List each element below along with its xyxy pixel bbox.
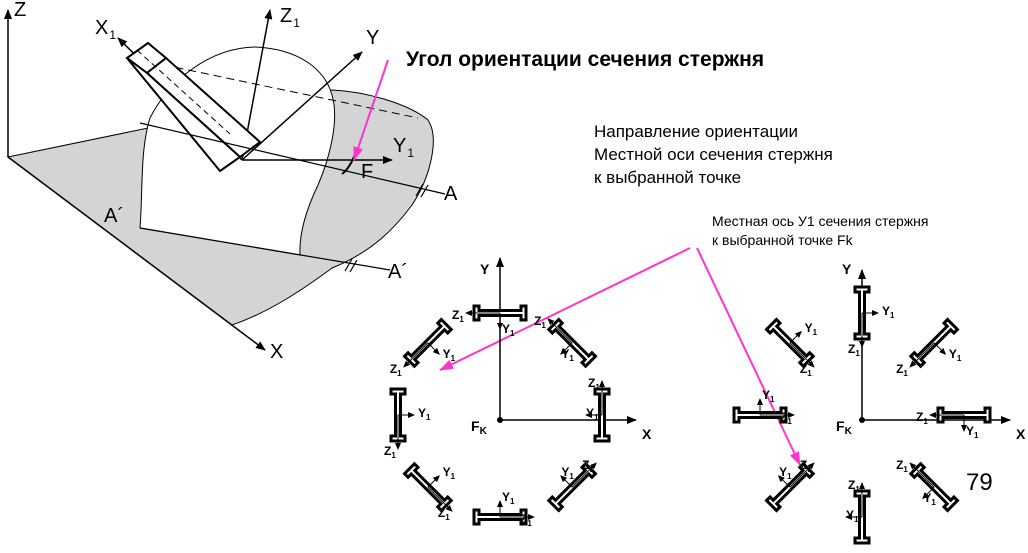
i-section-symbol (764, 461, 816, 513)
i-section-symbol (546, 317, 598, 369)
i-section-symbol (465, 304, 528, 330)
diagram-right-y1-label: Y1 (948, 346, 962, 363)
diagram-right-z1-label: Z1 (916, 410, 928, 426)
diagram-right-axis-x: X (1016, 426, 1026, 442)
diagram-right-axis-y: Y (842, 261, 852, 277)
diagram-left-y1-label: Y1 (561, 465, 574, 482)
diagram-left-z1-label: Z1 (389, 361, 402, 378)
i-section-symbol (402, 461, 454, 513)
diagram-right-z1-label: Z1 (896, 361, 908, 378)
section-line-a-prime (139, 227, 391, 271)
axis-z1-label: Z1 (280, 5, 300, 30)
diagram-right-y1-label: Y1 (966, 424, 979, 440)
diagram-left-z1-label: Z1 (384, 444, 396, 460)
diagram-right-y1-label: Y1 (804, 321, 818, 338)
section-a-prime-left-label: A´ (104, 205, 124, 227)
diagram-left-y1-label: Y1 (442, 346, 456, 363)
diagram-left-y1-label: Y1 (502, 322, 515, 338)
section-line-a (139, 122, 446, 195)
local-y-axis (241, 51, 363, 161)
direction-note-line2: Местной оси сечения стержня (594, 145, 833, 164)
diagram-left-y1-label: Y1 (502, 490, 515, 506)
i-section-symbol (472, 500, 535, 526)
i-section-symbol (546, 461, 598, 513)
diagram-left-y1-label: Y1 (442, 465, 456, 482)
diagram-right-y1-label: Y1 (846, 508, 859, 524)
i-section-symbol (389, 387, 415, 450)
diagram-right-y1-label: Y1 (923, 490, 936, 507)
orientation-angle-title: Угол ориентации сечения стержня (406, 48, 765, 71)
diagram-left-z1-label: Z1 (534, 313, 546, 330)
axis-z-label: Z (14, 0, 27, 21)
member-3d-figure (3, 9, 446, 351)
local-axis-note-line1: Местная ось У1 сечения стержня (712, 213, 929, 229)
i-section-symbol (764, 317, 816, 369)
i-section-symbol (929, 406, 992, 432)
diagram-left-axis-x: X (642, 426, 652, 442)
diagram-left-z1-label: Z1 (582, 458, 594, 475)
axis-x-label: X (270, 341, 284, 363)
diagram-right-z1-label: Z1 (848, 478, 860, 494)
i-section-symbol (845, 482, 871, 545)
axis-y1-label: Y1 (393, 135, 415, 160)
diagram-right-y1-label: Y1 (882, 304, 895, 320)
member-bar (125, 41, 262, 173)
i-section-symbol (732, 398, 795, 424)
diagram-right-y1-label: Y1 (762, 388, 775, 404)
orientation-diagram-left (389, 257, 637, 526)
diagram-right-y1-label: Y1 (779, 465, 792, 482)
diagram-right-z1-label: Z1 (799, 361, 812, 378)
bar-center-dashed (149, 61, 419, 119)
diagram-right-z1-label: Z1 (780, 410, 792, 426)
diagram-left-z1-label: Z1 (520, 512, 532, 528)
diagram-left-z1-label: Z1 (437, 506, 450, 523)
section-a-prime-right-label: A´ (388, 261, 408, 283)
point-f-label: F (361, 161, 374, 183)
diagram-right-z1-label: Z1 (896, 458, 908, 475)
i-section-symbol (585, 380, 611, 443)
local-axis-arrow-left (439, 247, 691, 371)
diagram-left-z1-label: Z1 (588, 376, 600, 392)
diagram-left-y1-label: Y1 (418, 406, 431, 422)
direction-note-line1: Направление ориентации (594, 122, 798, 141)
orientation-diagram-right (732, 269, 1011, 545)
i-section-symbol (908, 317, 960, 369)
diagram-right-center-label: FK (836, 418, 852, 437)
diagram-right-z1-label: Z1 (848, 342, 860, 358)
diagram-left-axis-y: Y (480, 261, 490, 277)
diagram-left-center-label: FK (471, 418, 487, 437)
local-axis-note-line2: к выбранной точке Fk (712, 232, 853, 248)
i-section-symbol (853, 285, 879, 348)
diagram-left-y1-label: Y1 (586, 406, 599, 422)
local-axis-arrow-right (696, 247, 801, 466)
page-number: 79 (966, 469, 993, 496)
axis-x1-label: X1 (95, 17, 117, 42)
diagram-left-z1-label: Z1 (452, 308, 464, 324)
diagram-left-y1-label: Y1 (561, 346, 574, 363)
direction-note-line3: к выбранной точке (594, 168, 742, 187)
angle-pointer-arrow (353, 59, 389, 161)
i-section-symbol (908, 461, 960, 513)
diagram-right-z1-label: Z1 (799, 458, 812, 475)
global-x-axis (7, 156, 266, 351)
i-section-symbol (402, 317, 454, 369)
section-a-label: A (444, 183, 458, 205)
axis-y-label: Y (366, 27, 380, 49)
